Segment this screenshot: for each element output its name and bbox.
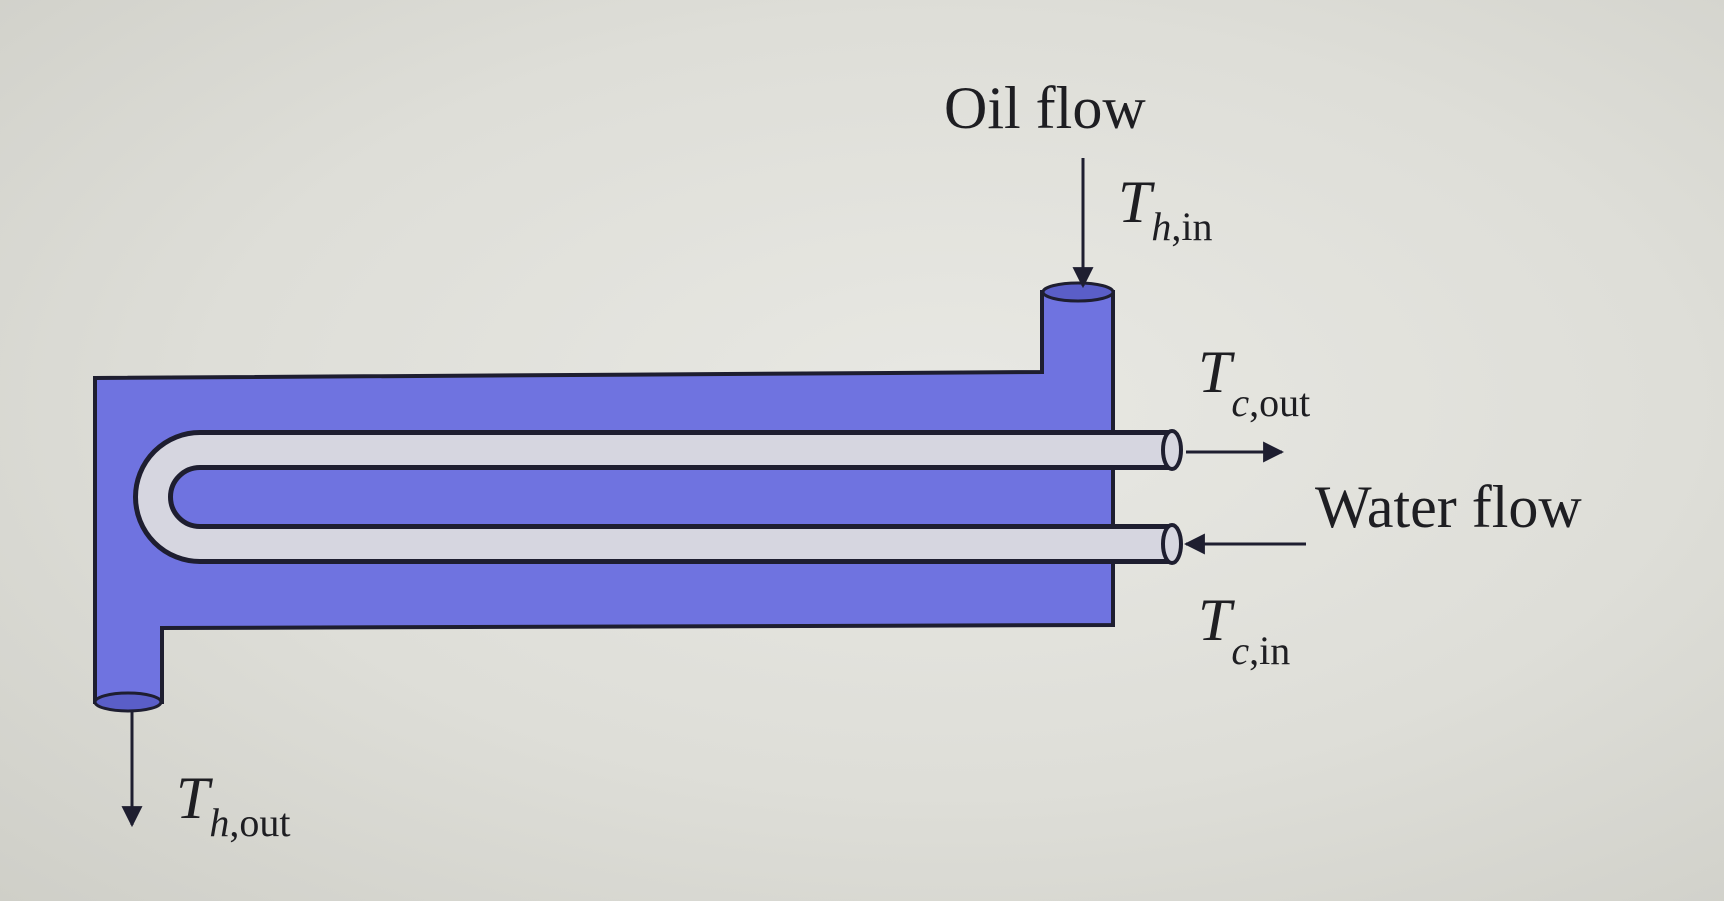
- t-h-out-label: Th,out: [176, 765, 291, 845]
- oil-inlet-opening: [1041, 281, 1115, 303]
- water-flow-label: Water flow: [1315, 474, 1582, 540]
- oil-outlet-opening: [93, 691, 163, 713]
- u-tube: [138, 435, 1170, 559]
- t-c-in-label: Tc,in: [1198, 587, 1290, 673]
- tube-inlet-end: [1161, 523, 1183, 565]
- shell-body: [93, 290, 1115, 704]
- t-h-in-label: Th,in: [1118, 169, 1213, 249]
- t-c-out-label: Tc,out: [1198, 339, 1310, 425]
- oil-flow-label: Oil flow: [944, 75, 1146, 141]
- tube-outlet-end: [1161, 429, 1183, 471]
